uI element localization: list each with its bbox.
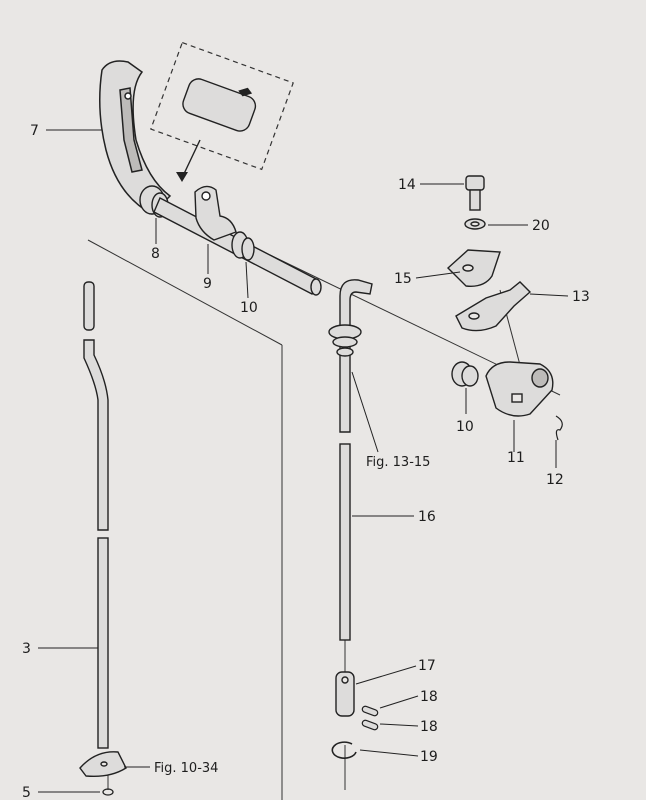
ref-fig-10-34: Fig. 10-34	[154, 761, 218, 776]
fig-10-34-plate	[79, 751, 127, 778]
part-15-plate	[446, 249, 501, 287]
part-20-washer	[464, 218, 486, 230]
part-7-lever	[99, 60, 172, 215]
part-12-pin	[555, 415, 563, 441]
label-12: 12	[546, 472, 564, 488]
label-16: 16	[418, 509, 436, 525]
part-5-ring	[102, 788, 114, 796]
label-11: 11	[507, 450, 525, 466]
part-10-bushing-lower	[451, 361, 479, 387]
label-18-lower: 18	[420, 719, 438, 735]
leader-lines	[38, 129, 569, 793]
part-13-bracket	[455, 281, 532, 332]
label-7: 7	[30, 123, 39, 139]
label-18-upper: 18	[420, 689, 438, 705]
label-17: 17	[418, 658, 436, 674]
label-14: 14	[398, 177, 416, 193]
label-15: 15	[394, 271, 412, 287]
label-13: 13	[572, 289, 590, 305]
part-18-pins	[361, 705, 379, 731]
label-10-lower: 10	[456, 419, 474, 435]
label-9: 9	[203, 276, 212, 292]
inset-detail	[150, 41, 294, 182]
assembly-guide-lines	[87, 239, 561, 800]
label-19: 19	[420, 749, 438, 765]
part-3-rod	[83, 281, 109, 749]
part-16-rod	[328, 279, 373, 641]
part-14-bolt	[465, 175, 485, 211]
part-19-clip	[331, 741, 357, 759]
label-3: 3	[22, 641, 31, 657]
part-9-bracket	[194, 185, 237, 241]
label-10-upper: 10	[240, 300, 258, 316]
part-10-bushing-upper	[231, 231, 255, 261]
label-8: 8	[151, 246, 160, 262]
label-20: 20	[532, 218, 550, 234]
label-5: 5	[22, 785, 31, 800]
ref-fig-13-15: Fig. 13-15	[366, 455, 430, 470]
part-17-sleeve	[335, 671, 355, 717]
part-11-cam	[485, 361, 554, 417]
